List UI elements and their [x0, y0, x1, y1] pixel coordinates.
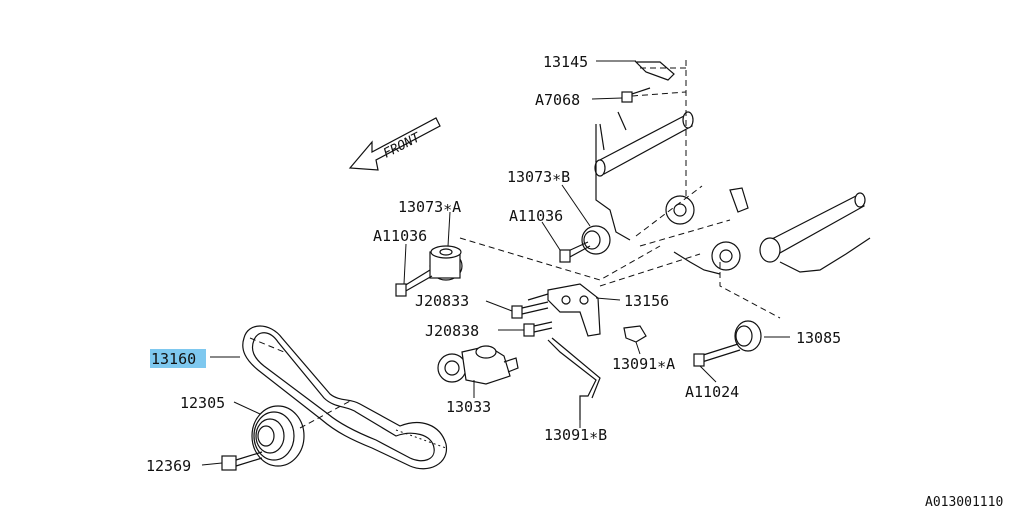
sensor-bracket — [729, 187, 749, 213]
retaining-clip — [623, 325, 647, 343]
timing-cover-clip — [621, 61, 675, 103]
label-a7068[interactable]: A7068 — [535, 91, 580, 109]
label-13160[interactable]: 13160 — [151, 350, 196, 368]
label-a11036-left[interactable]: A11036 — [373, 227, 427, 245]
crank-pulley — [251, 399, 353, 467]
part-labels: 13145 A7068 13073∗B 13073∗A A11036 A1103… — [146, 53, 841, 475]
bolt-a11036-left — [395, 269, 433, 297]
label-13073a[interactable]: 13073∗A — [398, 198, 461, 216]
highlight-13160 — [150, 349, 206, 368]
belt-tensioner — [437, 345, 519, 385]
label-12305[interactable]: 12305 — [180, 394, 225, 412]
diagram-id: A013001110 — [925, 495, 1003, 510]
label-13085[interactable]: 13085 — [796, 329, 841, 347]
bolt-j20833 — [511, 301, 549, 319]
cam-sprocket-left — [635, 185, 703, 237]
label-13073b[interactable]: 13073∗B — [507, 168, 570, 186]
label-12369[interactable]: 12369 — [146, 457, 191, 475]
label-a11024[interactable]: A11024 — [685, 383, 739, 401]
bolt-j20838 — [523, 321, 553, 337]
label-13091a[interactable]: 13091∗A — [612, 355, 675, 373]
engine-outline — [459, 60, 871, 319]
idler-pulley-a — [429, 245, 463, 281]
front-label: FRONT — [381, 130, 424, 162]
label-13156[interactable]: 13156 — [624, 292, 669, 310]
idler-pulley-13085 — [693, 320, 762, 367]
crank-bolt — [221, 451, 263, 471]
timing-belt — [242, 325, 448, 470]
label-13033[interactable]: 13033 — [446, 398, 491, 416]
label-13091b[interactable]: 13091∗B — [544, 426, 607, 444]
label-j20838[interactable]: J20838 — [425, 322, 479, 340]
label-a11036-right[interactable]: A11036 — [509, 207, 563, 225]
label-j20833[interactable]: J20833 — [415, 292, 469, 310]
tensioner-rod — [547, 337, 601, 420]
leader-lines — [201, 60, 790, 466]
front-arrow-icon: FRONT — [348, 117, 441, 171]
tensioner-bracket — [527, 283, 601, 337]
idler-pulley-b — [559, 225, 611, 263]
camshaft-right — [711, 192, 866, 271]
camshaft-left — [594, 111, 694, 177]
label-13145[interactable]: 13145 — [543, 53, 588, 71]
